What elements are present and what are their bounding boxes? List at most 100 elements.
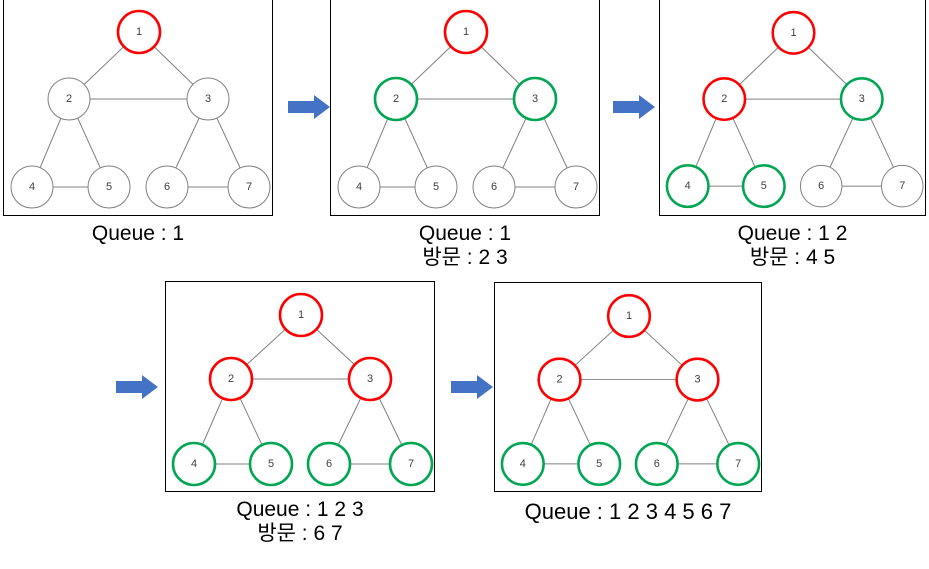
node-2[interactable] bbox=[537, 357, 582, 402]
node-5[interactable] bbox=[577, 441, 622, 487]
node-1[interactable] bbox=[278, 292, 324, 338]
node-7-label: 7 bbox=[899, 180, 905, 192]
node-6-label: 6 bbox=[491, 181, 497, 193]
node-6[interactable] bbox=[145, 165, 189, 209]
step-2-caption: Queue : 1 방문 : 2 3 bbox=[330, 222, 600, 269]
step-4-caption: Queue : 1 2 3 방문 : 6 7 bbox=[165, 498, 435, 545]
node-1-label: 1 bbox=[136, 26, 142, 38]
node-3[interactable] bbox=[675, 357, 720, 402]
arrow-step1-to-step2 bbox=[288, 95, 330, 119]
node-5-label: 5 bbox=[596, 458, 602, 470]
node-6[interactable] bbox=[634, 441, 679, 487]
nodes: 1 2 3 4 5 6 7 bbox=[500, 293, 761, 487]
node-4-label: 4 bbox=[191, 458, 197, 470]
node-4[interactable] bbox=[665, 164, 710, 209]
node-3-label: 3 bbox=[532, 93, 538, 105]
node-1-label: 1 bbox=[790, 27, 796, 39]
node-7-label: 7 bbox=[246, 181, 252, 193]
node-5[interactable] bbox=[248, 441, 294, 487]
node-2-label: 2 bbox=[228, 373, 234, 385]
node-3-label: 3 bbox=[205, 93, 211, 105]
node-6-label: 6 bbox=[326, 458, 332, 470]
node-5[interactable] bbox=[414, 165, 458, 209]
node-5-label: 5 bbox=[433, 181, 439, 193]
step-5-caption: Queue : 1 2 3 4 5 6 7 bbox=[494, 499, 762, 525]
step-1-caption-line-1: Queue : 1 bbox=[91, 222, 185, 245]
arrow-step3-to-step4 bbox=[116, 375, 158, 399]
step-1-graph: 1 2 3 4 5 6 7 bbox=[10, 9, 271, 209]
node-6-label: 6 bbox=[654, 458, 660, 470]
node-1-label: 1 bbox=[626, 310, 632, 322]
node-7[interactable] bbox=[881, 164, 924, 208]
step-2-caption-line-2: 방문 : 2 3 bbox=[422, 245, 508, 269]
node-4[interactable] bbox=[500, 441, 545, 487]
node-3[interactable] bbox=[839, 77, 884, 122]
step-5-caption-line-1: Queue : 1 2 3 4 5 6 7 bbox=[524, 499, 732, 524]
node-1[interactable] bbox=[771, 10, 816, 55]
node-3-label: 3 bbox=[694, 374, 700, 386]
node-3[interactable] bbox=[512, 76, 558, 122]
node-6-label: 6 bbox=[164, 181, 170, 193]
step-3-graph: 1 2 3 4 5 6 7 bbox=[665, 10, 924, 209]
step-5-panel: 1 2 3 4 5 6 7 bbox=[494, 282, 762, 492]
node-7-label: 7 bbox=[735, 458, 741, 470]
node-1-label: 1 bbox=[298, 309, 304, 321]
node-2-label: 2 bbox=[393, 93, 399, 105]
arrow-right-icon bbox=[116, 375, 158, 399]
nodes: 1 2 3 4 5 6 7 bbox=[10, 9, 271, 209]
node-5-label: 5 bbox=[268, 458, 274, 470]
arrow-right-icon bbox=[613, 95, 655, 119]
node-4-label: 4 bbox=[520, 458, 526, 470]
node-4-label: 4 bbox=[685, 180, 691, 192]
node-1[interactable] bbox=[116, 9, 162, 55]
step-2-panel: 1 2 3 4 5 6 7 bbox=[330, 0, 600, 216]
step-1-caption: Queue : 1 bbox=[3, 222, 273, 246]
node-2-label: 2 bbox=[556, 374, 562, 386]
step-4-caption-line-1: Queue : 1 2 3 bbox=[236, 498, 364, 521]
node-4[interactable] bbox=[10, 165, 54, 209]
node-5-label: 5 bbox=[106, 181, 112, 193]
nodes: 1 2 3 4 5 6 7 bbox=[337, 9, 598, 209]
node-7[interactable] bbox=[716, 441, 761, 487]
node-4[interactable] bbox=[171, 441, 217, 487]
node-3[interactable] bbox=[186, 77, 230, 121]
node-6[interactable] bbox=[799, 164, 843, 208]
step-3-caption: Queue : 1 2 방문 : 4 5 bbox=[659, 222, 926, 269]
arrow-right-icon bbox=[451, 375, 493, 399]
node-6-label: 6 bbox=[818, 180, 824, 192]
node-2[interactable] bbox=[208, 356, 254, 402]
node-3[interactable] bbox=[347, 356, 393, 402]
node-4-label: 4 bbox=[29, 181, 35, 193]
node-2-label: 2 bbox=[721, 93, 727, 105]
step-4-graph: 1 2 3 4 5 6 7 bbox=[171, 292, 434, 487]
step-3-caption-line-1: Queue : 1 2 bbox=[737, 222, 848, 245]
node-1[interactable] bbox=[443, 9, 489, 55]
node-7-label: 7 bbox=[573, 181, 579, 193]
node-7[interactable] bbox=[388, 441, 434, 487]
node-3-label: 3 bbox=[367, 373, 373, 385]
node-4-label: 4 bbox=[356, 181, 362, 193]
step-4-caption-line-2: 방문 : 6 7 bbox=[257, 521, 343, 545]
node-7-label: 7 bbox=[408, 458, 414, 470]
node-5[interactable] bbox=[87, 165, 131, 209]
node-7[interactable] bbox=[227, 165, 271, 209]
node-5[interactable] bbox=[741, 164, 786, 209]
nodes: 1 2 3 4 5 6 7 bbox=[665, 10, 924, 209]
arrow-step2-to-step3 bbox=[613, 95, 655, 119]
node-2[interactable] bbox=[702, 77, 747, 122]
step-3-caption-line-2: 방문 : 4 5 bbox=[749, 245, 836, 269]
node-3-label: 3 bbox=[859, 93, 865, 105]
step-1-panel: 1 2 3 4 5 6 7 bbox=[3, 0, 273, 216]
nodes: 1 2 3 4 5 6 7 bbox=[171, 292, 434, 487]
step-2-graph: 1 2 3 4 5 6 7 bbox=[337, 9, 598, 209]
step-5-graph: 1 2 3 4 5 6 7 bbox=[500, 293, 761, 487]
node-1[interactable] bbox=[606, 293, 652, 339]
node-7[interactable] bbox=[554, 165, 598, 209]
node-4[interactable] bbox=[337, 165, 381, 209]
node-2[interactable] bbox=[47, 77, 91, 121]
node-6[interactable] bbox=[306, 441, 352, 487]
node-6[interactable] bbox=[472, 165, 516, 209]
node-2[interactable] bbox=[373, 76, 419, 122]
arrow-step4-to-step5 bbox=[451, 375, 493, 399]
